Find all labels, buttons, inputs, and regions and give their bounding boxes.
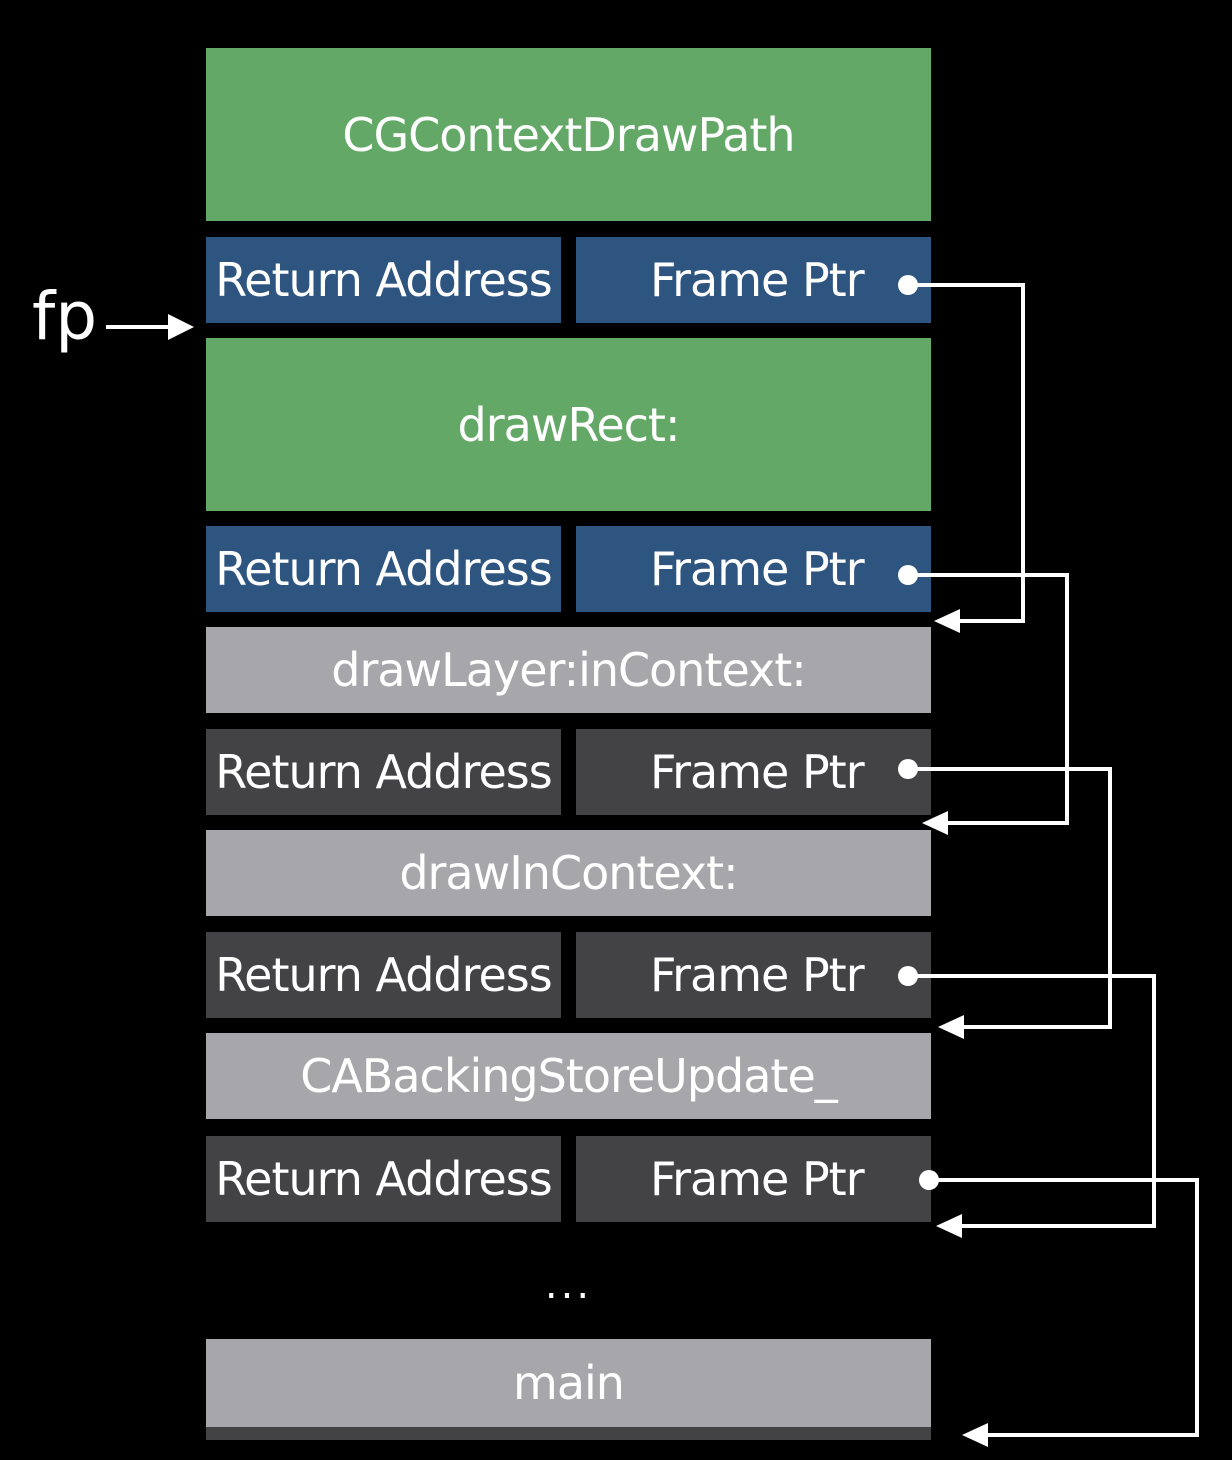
arrowhead — [938, 1015, 964, 1039]
stack-frame-main-footer — [206, 1427, 931, 1440]
frame-ptr-dot — [898, 759, 918, 779]
arrowhead — [962, 1423, 988, 1447]
return-address-label: Return Address — [215, 1152, 552, 1206]
frame-ptr-cell: Frame Ptr — [576, 237, 931, 323]
stack-frame-cgcontextdrawpath: CGContextDrawPath — [206, 48, 931, 221]
frame-ptr-label: Frame Ptr — [650, 542, 865, 596]
frame-label: drawLayer:inContext: — [331, 643, 806, 697]
stack-frame-cabackingstoreupdate: CABackingStoreUpdate_ — [206, 1033, 931, 1119]
arrowhead — [934, 609, 960, 633]
frame-label: drawInContext: — [399, 846, 738, 900]
frame-ptr-dot — [898, 966, 918, 986]
frame-ptr-label: Frame Ptr — [650, 948, 865, 1002]
fp-pointer-label: fp — [32, 278, 98, 355]
frame-ptr-link-arrow — [908, 974, 1156, 1228]
stack-ellipsis: ... — [544, 1262, 593, 1308]
stack-frame-drawrect: drawRect: — [206, 338, 931, 511]
frame-label: CGContextDrawPath — [342, 107, 795, 162]
return-address-cell: Return Address — [206, 526, 561, 612]
return-address-label: Return Address — [215, 542, 552, 596]
frame-ptr-label: Frame Ptr — [650, 253, 865, 307]
frame-ptr-link-arrow — [908, 573, 1069, 825]
frame-ptr-link-arrow — [908, 283, 1025, 623]
arrowhead — [936, 1214, 962, 1238]
frame-ptr-dot — [898, 565, 918, 585]
frame-label: drawRect: — [457, 397, 681, 452]
return-address-label: Return Address — [215, 948, 552, 1002]
return-address-cell: Return Address — [206, 729, 561, 815]
arrowhead — [922, 811, 948, 835]
return-address-label: Return Address — [215, 253, 552, 307]
return-address-cell: Return Address — [206, 1136, 561, 1222]
frame-ptr-link-arrow — [929, 1178, 1199, 1437]
stack-frame-drawlayer-incontext: drawLayer:inContext: — [206, 627, 931, 713]
frame-ptr-label: Frame Ptr — [650, 745, 865, 799]
frame-ptr-cell: Frame Ptr — [576, 932, 931, 1018]
return-address-label: Return Address — [215, 745, 552, 799]
return-address-cell: Return Address — [206, 932, 561, 1018]
frame-label: CABackingStoreUpdate_ — [300, 1049, 838, 1103]
frame-ptr-cell: Frame Ptr — [576, 526, 931, 612]
frame-label: main — [513, 1356, 625, 1410]
fp-arrowhead — [168, 314, 194, 340]
frame-ptr-cell: Frame Ptr — [576, 729, 931, 815]
frame-ptr-link-arrow — [908, 767, 1112, 1029]
frame-ptr-dot — [919, 1170, 939, 1190]
return-address-cell: Return Address — [206, 237, 561, 323]
stack-frame-drawincontext: drawInContext: — [206, 830, 931, 916]
frame-ptr-dot — [898, 275, 918, 295]
frame-ptr-cell: Frame Ptr — [576, 1136, 931, 1222]
frame-ptr-label: Frame Ptr — [650, 1152, 865, 1206]
stack-frame-main: main — [206, 1339, 931, 1427]
